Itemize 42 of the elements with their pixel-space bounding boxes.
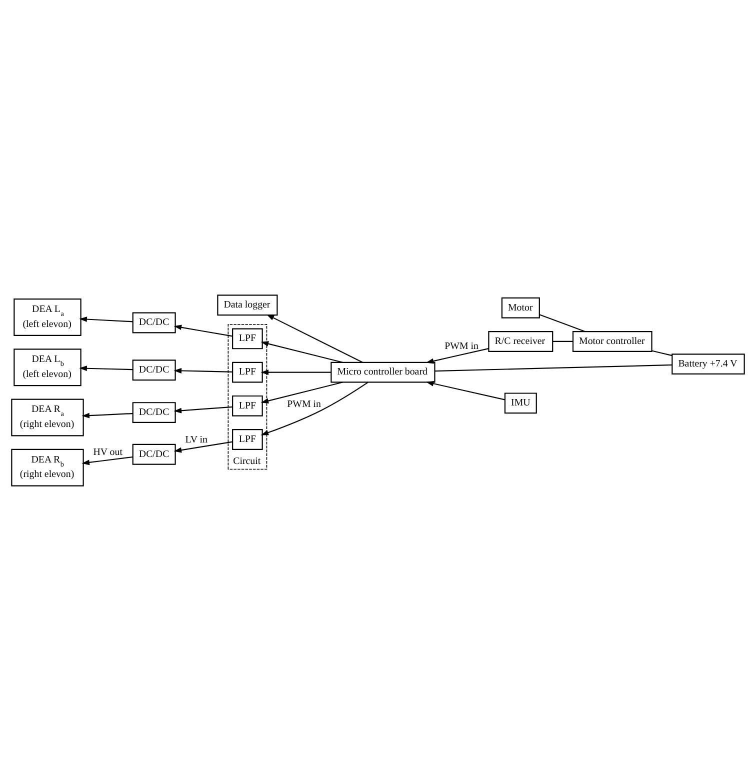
connector	[539, 314, 586, 332]
arrow	[426, 348, 489, 364]
arrow	[82, 412, 133, 418]
arrow	[260, 381, 343, 403]
arrow	[260, 340, 343, 362]
node-box: DEA L$_{a}$ (left elevon)	[14, 298, 82, 336]
node-box: LPF	[232, 361, 263, 382]
node-box: LPF	[232, 328, 263, 349]
edge-label: LV in	[185, 434, 208, 445]
node-box: R/C receiver	[488, 330, 554, 352]
arrow	[174, 440, 233, 452]
node-box: DC/DC	[132, 402, 176, 422]
node-box: DEA R$_{a}$ (right elevon)	[11, 398, 84, 436]
node-box: Data logger	[217, 294, 278, 316]
edge-label: PWM in	[287, 398, 321, 410]
edge-label: HV out	[93, 446, 122, 458]
node-box: DC/DC	[132, 312, 176, 333]
connector	[434, 364, 672, 372]
arrow	[79, 365, 133, 371]
arrow	[174, 324, 233, 336]
node-box: DC/DC	[132, 443, 176, 464]
node-box: Motor controller	[572, 330, 652, 352]
arrow	[426, 380, 505, 400]
node-box: Battery +7.4 V	[672, 353, 745, 374]
node-box: DEA L$_{b}$ (left elevon)	[14, 348, 82, 386]
node-box: IMU	[504, 392, 537, 414]
node-box: LPF	[232, 428, 263, 450]
arrow	[79, 316, 133, 322]
node-box: Micro controller board	[330, 361, 436, 382]
arrow	[260, 369, 332, 375]
arrow	[266, 314, 363, 362]
arrow	[174, 406, 233, 413]
arrow	[174, 368, 232, 373]
node-box: DC/DC	[132, 359, 176, 380]
connector	[652, 350, 672, 356]
edge-label: PWM in	[444, 340, 479, 352]
connector	[552, 340, 573, 342]
node-box: Motor	[501, 296, 540, 318]
node-box: LPF	[232, 394, 263, 416]
node-box: DEA R$_{b}$ (right elevon)	[11, 448, 84, 486]
arrow	[82, 456, 133, 465]
arrow	[260, 381, 368, 435]
